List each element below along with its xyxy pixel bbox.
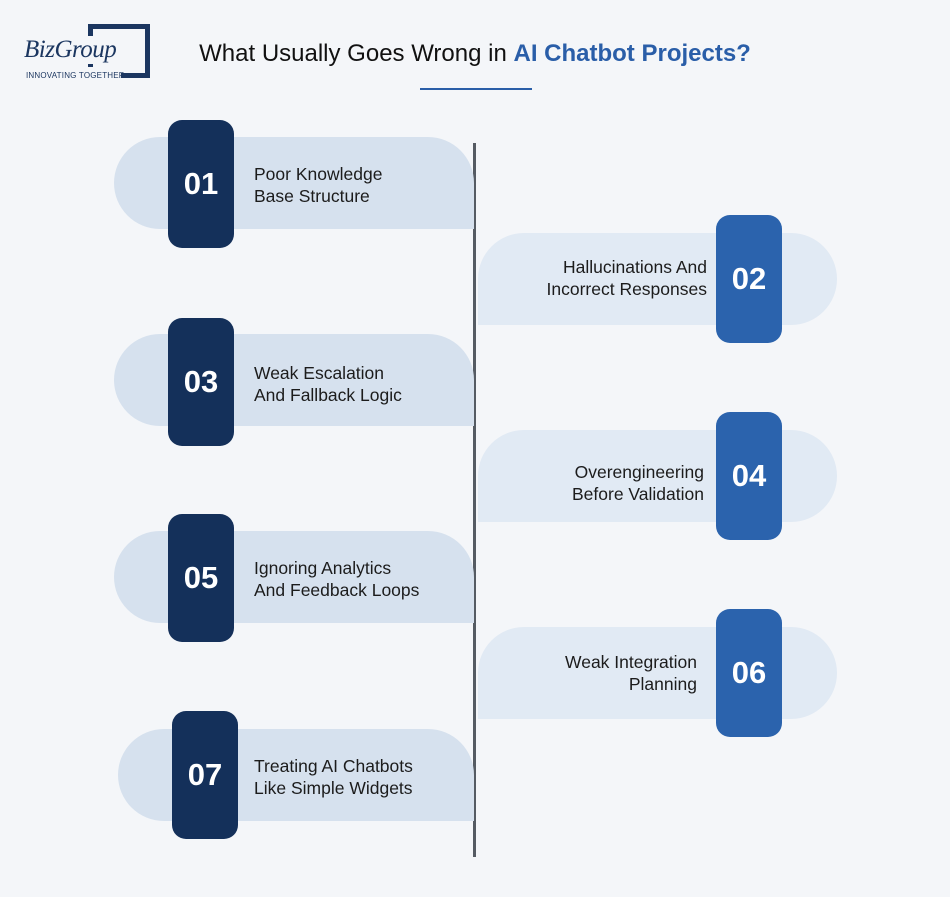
step-07-number-badge: 07: [172, 711, 238, 839]
step-01-label-line1: Poor Knowledge: [254, 164, 383, 184]
step-04-label-line1: Overengineering: [574, 462, 704, 482]
step-07-label-line2: Like Simple Widgets: [254, 778, 413, 798]
step-03-number-badge: 03: [168, 318, 234, 446]
step-04-number-badge: 04: [716, 412, 782, 540]
step-02-number-badge: 02: [716, 215, 782, 343]
logo-brand-text: BizGroup: [24, 36, 119, 64]
title-accent: AI Chatbot Projects?: [513, 40, 751, 67]
step-06-label-line2: Planning: [628, 674, 697, 694]
bizgroup-logo: BizGroup INNOVATING TOGETHER: [24, 24, 159, 84]
logo-tagline: INNOVATING TOGETHER: [26, 71, 125, 80]
title-prefix: What Usually Goes Wrong in: [199, 40, 514, 67]
step-02-label: Hallucinations And Incorrect Responses: [487, 256, 708, 300]
timeline-spine: [473, 143, 476, 857]
step-05-label-line1: Ignoring Analytics: [254, 558, 392, 578]
step-02-label-line1: Hallucinations And: [563, 257, 707, 277]
step-01-label-line2: Base Structure: [254, 186, 370, 206]
title-underline: [420, 88, 532, 90]
step-05-label: Ignoring Analytics And Feedback Loops: [254, 557, 474, 601]
step-02-label-line2: Incorrect Responses: [546, 279, 708, 299]
step-03-label-line2: And Fallback Logic: [254, 385, 402, 405]
step-06-number-badge: 06: [716, 609, 782, 737]
step-06-label-line1: Weak Integration: [565, 652, 697, 672]
step-03-label: Weak Escalation And Fallback Logic: [254, 362, 474, 406]
page-title: What Usually Goes Wrong in AI Chatbot Pr…: [0, 40, 950, 68]
step-07-label-line1: Treating AI Chatbots: [254, 756, 413, 776]
step-06-label: Weak Integration Planning: [477, 651, 697, 695]
step-05-label-line2: And Feedback Loops: [254, 580, 420, 600]
step-04-label-line2: Before Validation: [572, 484, 704, 504]
step-03-label-line1: Weak Escalation: [254, 363, 385, 383]
step-01-label: Poor Knowledge Base Structure: [254, 163, 474, 207]
step-01-number-badge: 01: [168, 120, 234, 248]
step-05-number-badge: 05: [168, 514, 234, 642]
step-04-label: Overengineering Before Validation: [484, 461, 704, 505]
step-07-label: Treating AI Chatbots Like Simple Widgets: [254, 755, 474, 799]
